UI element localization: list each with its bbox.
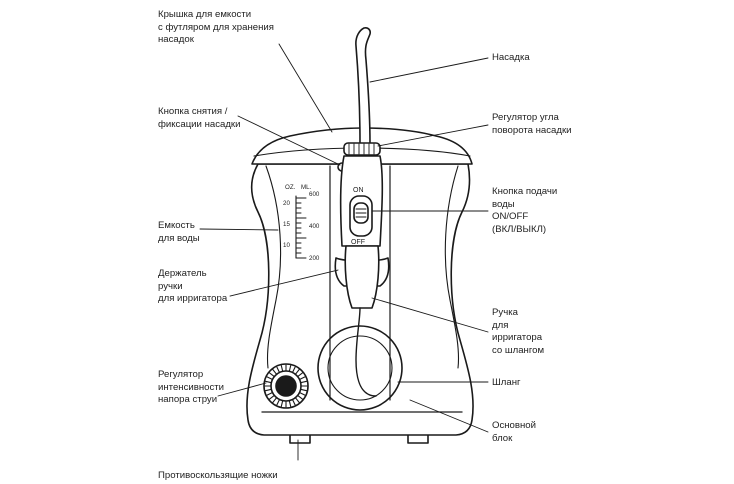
switch-off-label: OFF [351, 239, 365, 246]
scale-ml-header: ML. [301, 184, 312, 191]
label-rotation-regulator: Регулятор угла поворота насадки [492, 112, 572, 136]
body-contour-right [444, 165, 460, 369]
scale-oz-tick: 10 [283, 242, 290, 249]
scale-oz-header: OZ. [285, 184, 296, 191]
scale-ml-tick: 200 [309, 255, 320, 262]
label-reservoir: Емкость для воды [158, 220, 200, 244]
water-scale: OZ. ML. 20 15 10 600 400 200 [283, 184, 320, 262]
scale-oz-tick: 15 [283, 221, 290, 228]
scale-ml-tick: 600 [309, 191, 320, 198]
scale-oz-tick: 20 [283, 200, 290, 207]
label-release-button: Кнопка снятия / фиксации насадки [158, 106, 241, 130]
leader-lines [199, 43, 489, 461]
pressure-knob-center [275, 375, 297, 397]
label-tip: Насадка [492, 52, 530, 63]
label-feet: Противоскользящие ножки [158, 470, 278, 481]
label-lid: Крышка для емкости с футляром для хранен… [158, 9, 274, 45]
label-hose: Шланг [492, 377, 521, 388]
label-base: Основной блок [492, 420, 536, 444]
label-handle: Ручка для ирригатора со шлангом [492, 307, 545, 356]
hose-ring-outer [317, 325, 403, 411]
switch-on-label: ON [353, 187, 364, 194]
hose-line [355, 307, 377, 397]
handle-lower [344, 245, 380, 309]
label-water-button: Кнопка подачи воды ON/OFF (ВКЛ/ВЫКЛ) [492, 186, 558, 235]
hose-ring-inner [327, 335, 393, 401]
label-handle-holder: Держатель ручки для ирригатора [158, 268, 228, 304]
tip-shape [355, 27, 371, 145]
rotation-ring [343, 142, 381, 156]
scale-ml-tick: 400 [309, 223, 320, 230]
label-pressure-regulator: Регулятор интенсивности напора струи [158, 369, 225, 405]
body-contour-left [265, 165, 282, 369]
